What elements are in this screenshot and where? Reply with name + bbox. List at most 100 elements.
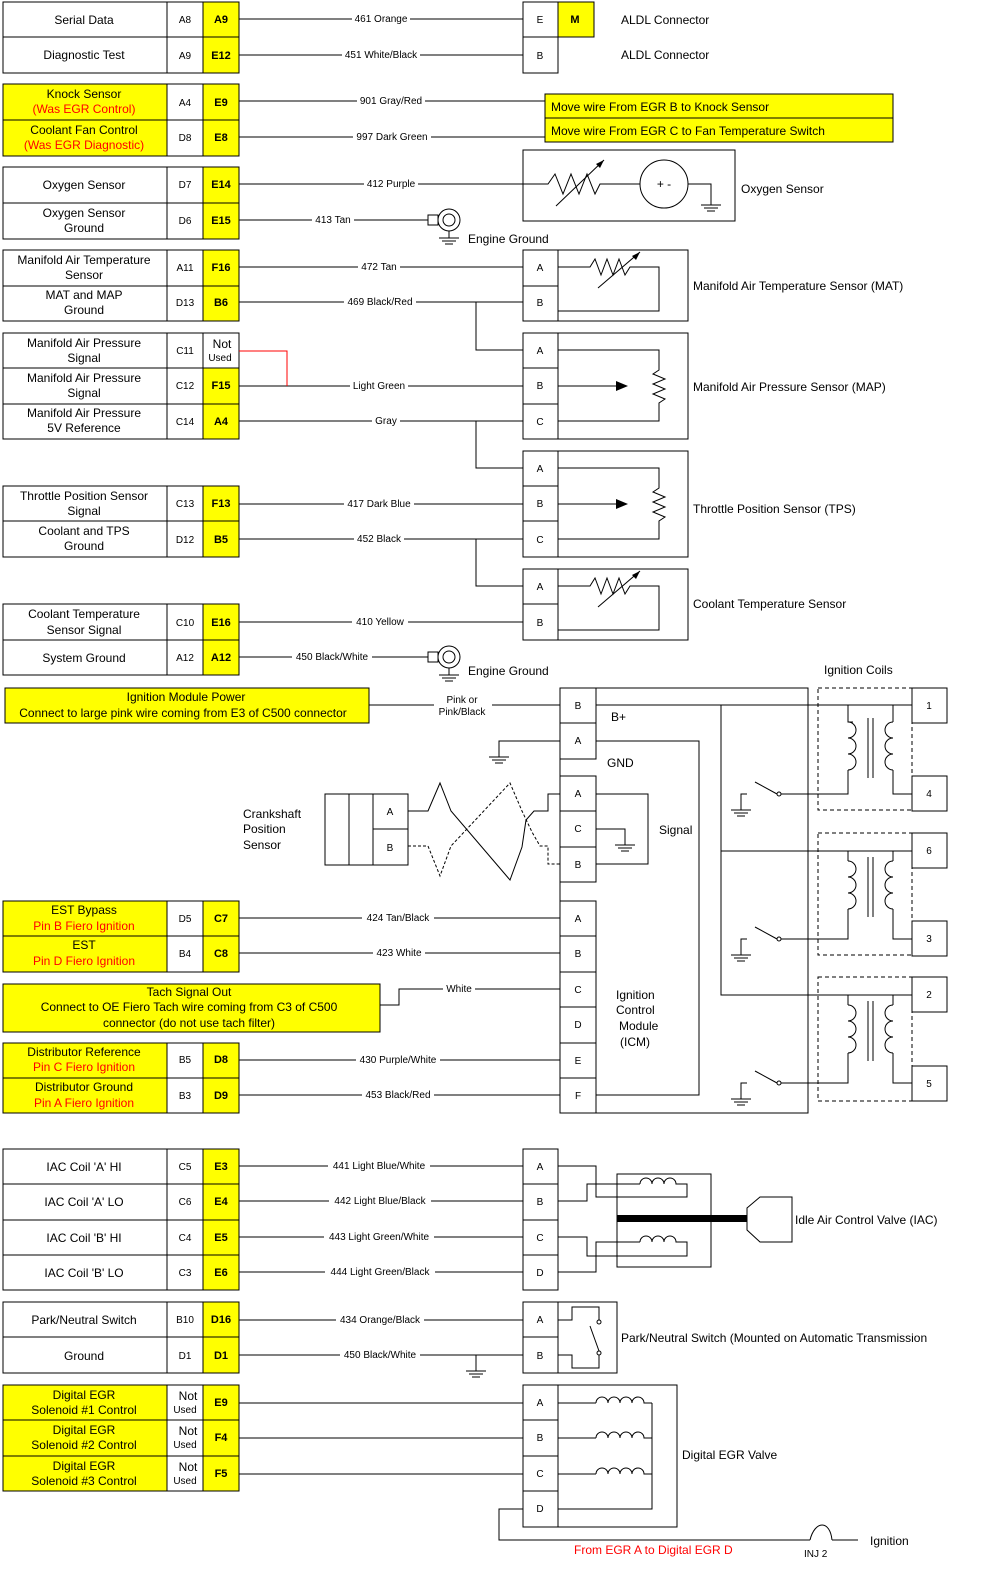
crank-label: Position: [243, 822, 286, 836]
pin-label: C: [574, 985, 581, 996]
row-new-pin: E6: [214, 1267, 227, 1279]
pin-label: C: [536, 417, 543, 428]
egr-note: Move wire From EGR C to Fan Temperature …: [551, 124, 825, 138]
row-label: Manifold Air Pressure: [27, 371, 141, 385]
not-used-line1: Not: [213, 337, 232, 351]
egr-notes: Move wire From EGR B to Knock Sensor Mov…: [544, 93, 894, 143]
coil-number: 6: [926, 846, 932, 857]
row-label: Coolant Temperature: [28, 607, 140, 621]
wire-label: 901 Gray/Red: [360, 96, 422, 107]
pin-label: A: [537, 1315, 544, 1326]
row-old-pin: C10: [176, 618, 195, 629]
note-title: Tach Signal Out: [147, 985, 232, 999]
row-old-pin: A9: [179, 51, 192, 62]
pin-label: F: [575, 1091, 581, 1102]
wire-label: 461 Orange: [355, 14, 408, 25]
row-label-2: Solenoid #1 Control: [31, 1403, 136, 1417]
row-new-pin: F15: [212, 380, 231, 392]
row-label-2: Sensor Signal: [47, 623, 122, 637]
row-old-pin: B3: [179, 1091, 192, 1102]
row-old-pin: D5: [179, 914, 192, 925]
engine-ground-label: Engine Ground: [468, 232, 549, 246]
row-label: Oxygen Sensor: [43, 206, 126, 220]
component-label: Throttle Position Sensor (TPS): [693, 502, 856, 516]
wire-label: 443 Light Green/White: [329, 1232, 429, 1243]
wire-label: 450 Black/White: [344, 1350, 417, 1361]
row-new-pin: F13: [212, 498, 231, 510]
row-label-2: Solenoid #3 Control: [31, 1474, 136, 1488]
row-label: IAC Coil 'A' LO: [44, 1195, 123, 1209]
row-label: Knock Sensor: [47, 87, 122, 101]
pin-label: B: [537, 1433, 544, 1444]
not-used-line2: Used: [173, 1476, 196, 1487]
tach-note: Tach Signal Out Connect to OE Fiero Tach…: [2, 983, 381, 1033]
row-label-2: Ground: [64, 303, 104, 317]
pin-label: A: [575, 736, 582, 747]
map-sensor: A B C Manifold Air Pressure Sensor (MAP): [522, 332, 886, 440]
row-new-pin: B6: [214, 297, 228, 309]
pin-label: E: [575, 1056, 582, 1067]
row-old-pin: C3: [179, 1268, 192, 1279]
wire-label: 469 Black/Red: [347, 297, 412, 308]
row-label-2: Signal: [67, 386, 100, 400]
icm-label: Control: [616, 1003, 655, 1017]
crank-label: Crankshaft: [243, 807, 302, 821]
row-old-pin: C12: [176, 381, 195, 392]
pin-label: A: [387, 807, 394, 818]
row-old-pin: C6: [179, 1197, 192, 1208]
coil-number: 4: [926, 789, 932, 800]
pin-label: A: [537, 1162, 544, 1173]
row-note: Pin A Fiero Ignition: [34, 1096, 134, 1110]
row-label: Coolant Fan Control: [30, 123, 137, 137]
digital-egr-valve: A B C D Digital EGR Valve Ignition INJ 2…: [239, 1384, 909, 1560]
component-label: Park/Neutral Switch (Mounted on Automati…: [621, 1331, 927, 1345]
coil-driver-switch: [731, 909, 849, 962]
wire-label: 434 Orange/Black: [340, 1315, 421, 1326]
note-desc: Connect to large pink wire coming from E…: [19, 706, 347, 720]
row-note: Pin D Fiero Ignition: [33, 954, 135, 968]
row-label: Distributor Reference: [27, 1045, 141, 1059]
row-new-pin: E15: [211, 215, 231, 227]
wire-label: 451 White/Black: [345, 50, 418, 61]
pin-label: B: [537, 618, 544, 629]
pin-label: B: [575, 949, 582, 960]
wire-label: 450 Black/White: [296, 652, 369, 663]
pin-label: B: [537, 298, 544, 309]
wire-label: 997 Dark Green: [356, 132, 427, 143]
wire-label: 472 Tan: [361, 262, 396, 273]
pin-label: D: [536, 1504, 543, 1515]
pin-label: A: [537, 1398, 544, 1409]
row-old-pin: D7: [179, 180, 192, 191]
row-new-pin: F16: [212, 262, 231, 274]
wire-label: 441 Light Blue/White: [333, 1161, 426, 1172]
icm-label: Ignition: [616, 988, 655, 1002]
row-label: Distributor Ground: [35, 1080, 133, 1094]
coil-number: 2: [926, 990, 932, 1001]
wire-labels: 461 Orange 451 White/Black 901 Gray/Red …: [292, 12, 475, 1361]
pin-label: B: [537, 1351, 544, 1362]
egr-note: Move wire From EGR B to Knock Sensor: [551, 100, 769, 114]
row-label-2: Ground: [64, 221, 104, 235]
row-new-pin: D16: [211, 1314, 231, 1326]
row-old-pin: B5: [179, 1055, 192, 1066]
component-label: Oxygen Sensor: [741, 182, 824, 196]
row-note: Pin C Fiero Ignition: [33, 1060, 135, 1074]
coils-label: Ignition Coils: [824, 663, 893, 677]
jumper-wire: [239, 350, 288, 386]
note-title: Ignition Module Power: [127, 690, 246, 704]
park-neutral-switch: A B Park/Neutral Switch (Mounted on Auto…: [522, 1301, 927, 1374]
not-used-line2: Used: [173, 1440, 196, 1451]
row-note: Pin B Fiero Ignition: [33, 919, 134, 933]
row-old-pin: A11: [176, 263, 193, 274]
row-old-pin: D1: [179, 1351, 192, 1362]
row-old-pin: A12: [176, 653, 194, 664]
component-label: Manifold Air Pressure Sensor (MAP): [693, 380, 886, 394]
row-old-pin: C13: [176, 499, 195, 510]
row-label: Manifold Air Pressure: [27, 406, 141, 420]
wire-label: Gray: [375, 416, 397, 427]
engine-ground-label: Engine Ground: [468, 664, 549, 678]
row-label: IAC Coil 'A' HI: [46, 1160, 121, 1174]
coil-driver-switch: [731, 777, 849, 817]
pin-label: B: [575, 701, 582, 712]
